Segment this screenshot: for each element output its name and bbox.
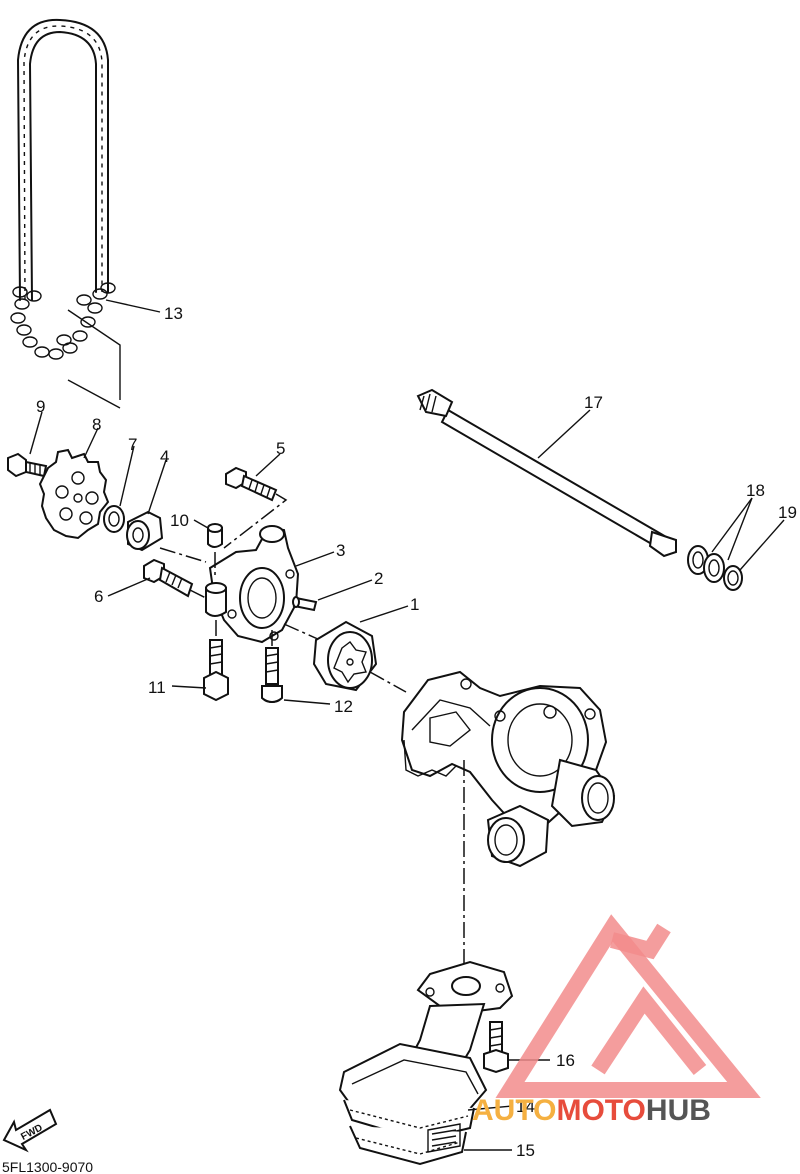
pump-drive-sprocket xyxy=(38,448,110,540)
bearing-collar xyxy=(126,510,164,552)
callout-17: 17 xyxy=(584,393,603,412)
oil-strainer xyxy=(338,960,514,1166)
bolt-11 xyxy=(203,639,229,702)
callout-9: 9 xyxy=(36,397,45,416)
watermark-part-hub: HUB xyxy=(646,1094,711,1127)
callout-3: 3 xyxy=(336,541,345,560)
pump-cover xyxy=(208,525,300,644)
callout-18: 18 xyxy=(746,481,765,500)
callout-12: 12 xyxy=(334,697,353,716)
callout-10: 10 xyxy=(170,511,189,530)
fwd-arrow: FWD xyxy=(2,1108,58,1153)
watermark-part-auto: AUTO xyxy=(472,1094,556,1127)
callout-5: 5 xyxy=(276,439,285,458)
callout-2: 2 xyxy=(374,569,383,588)
callout-6: 6 xyxy=(94,587,103,606)
bolt-12 xyxy=(261,647,283,703)
callout-8: 8 xyxy=(92,415,101,434)
callout-13: 13 xyxy=(164,304,183,323)
callout-4: 4 xyxy=(160,447,169,466)
drive-chain xyxy=(10,18,121,409)
sprocket-bolt xyxy=(7,452,48,478)
pump-drive-shaft xyxy=(416,388,677,558)
washer xyxy=(103,505,125,533)
watermark-part-moto: MOTO xyxy=(556,1094,645,1127)
o-rings xyxy=(687,545,743,591)
automotohub-watermark: AUTOMOTOHUB xyxy=(472,914,761,1127)
callout-11: 11 xyxy=(148,678,166,697)
callout-19: 19 xyxy=(778,503,797,522)
callout-1: 1 xyxy=(410,595,419,614)
pump-rotor xyxy=(312,620,378,692)
pin xyxy=(292,596,318,612)
drawing-code: 5FL1300-9070 xyxy=(2,1159,93,1174)
watermark-text: AUTOMOTOHUB xyxy=(472,1094,711,1127)
pump-body xyxy=(400,670,616,868)
callout-labels: 13 9 8 7 4 5 10 3 2 1 6 11 12 17 18 19 1… xyxy=(36,304,797,1160)
callout-16: 16 xyxy=(556,1051,575,1070)
dowel-pin xyxy=(207,523,223,548)
callout-15: 15 xyxy=(516,1141,535,1160)
leader-lines xyxy=(29,299,785,1151)
strainer-bolt xyxy=(483,1021,509,1074)
locating-collar xyxy=(205,582,227,617)
callout-7: 7 xyxy=(128,435,137,454)
callout-14: 14 xyxy=(516,1097,535,1116)
upper-pump-bolt xyxy=(225,466,278,502)
lower-pump-bolt xyxy=(143,558,194,598)
